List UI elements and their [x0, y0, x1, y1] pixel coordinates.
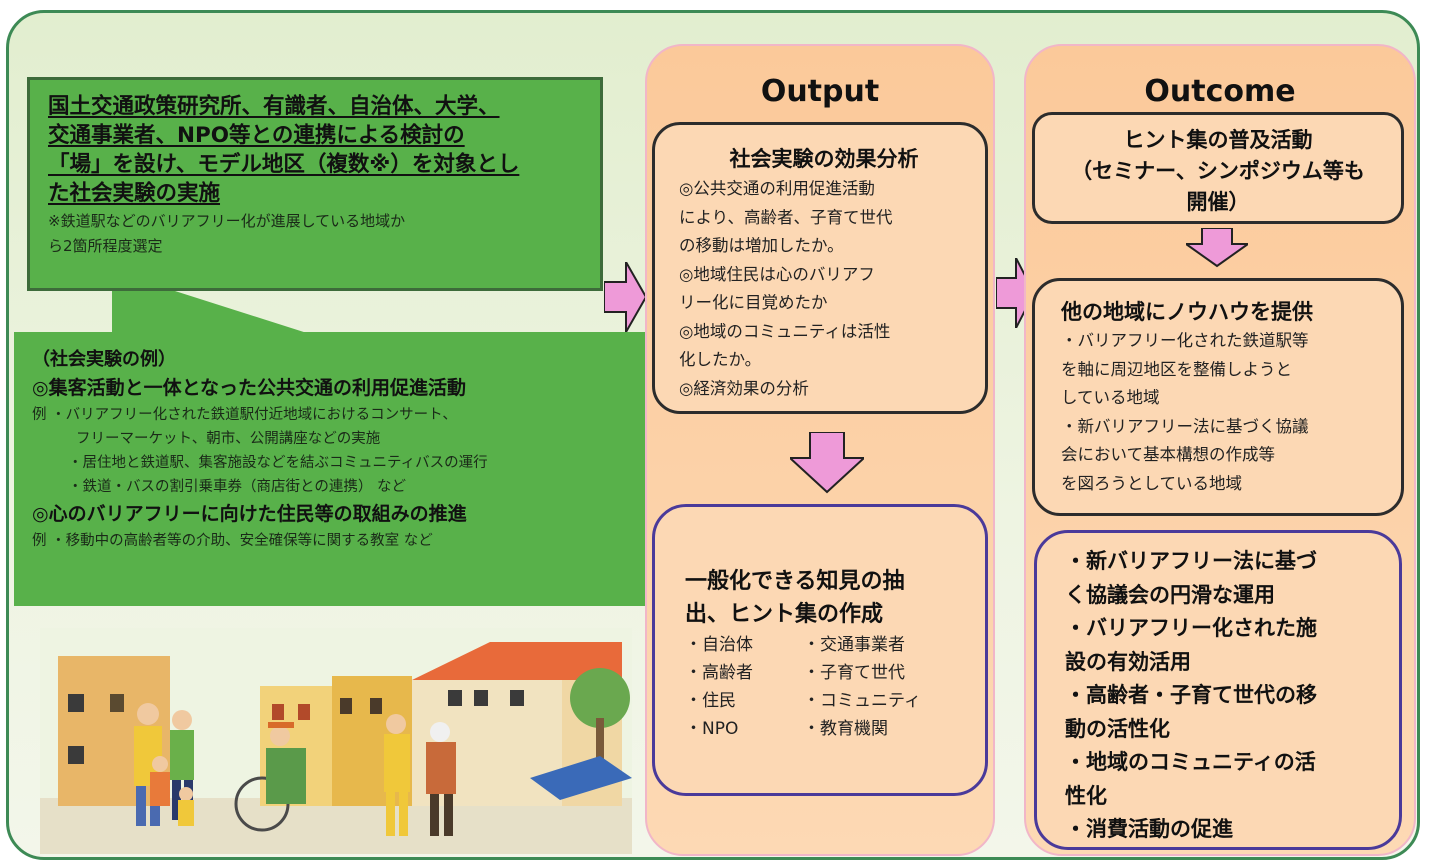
arrow-right-icon: [604, 262, 648, 332]
effect-analysis-title: 社会実験の効果分析: [729, 147, 919, 171]
experiment-examples-box: （社会実験の例） ◎集客活動と一体となった公共交通の利用促進活動 例 ・バリアフ…: [14, 332, 646, 606]
setup-main-line: 「場」を設け、モデル地区（複数※）を対象とし: [48, 152, 520, 177]
stakeholder-item: ・子育て世代: [803, 663, 905, 683]
knowhow-line: を軸に周辺地区を整備しようと: [1061, 359, 1292, 379]
example-line: 例 ・バリアフリー化された鉄道駅付近地域におけるコンサート、: [32, 407, 457, 423]
effect-analysis-box: 社会実験の効果分析 ◎公共交通の利用促進活動 により、高齢者、子育て世代 の移動…: [652, 122, 988, 414]
example-line: 例 ・移動中の高齢者等の介助、安全確保等に関する教室 など: [32, 533, 433, 549]
effect-line: ・バリアフリー化された施: [1065, 616, 1317, 640]
knowhow-line: 会において基本構想の作成等: [1061, 445, 1276, 464]
knowhow-line: ・新バリアフリー法に基づく協議: [1061, 416, 1309, 436]
arrow-down-icon: [1186, 228, 1248, 268]
effects-box: ・新バリアフリー法に基づ く協議会の円滑な運用 ・バリアフリー化された施 設の有…: [1034, 530, 1402, 850]
analysis-line: リー化に目覚めたか: [679, 293, 828, 312]
setup-note-line: ら2箇所程度選定: [48, 237, 163, 255]
knowhow-line: している地域: [1061, 388, 1160, 407]
effect-line: 設の有効活用: [1065, 649, 1191, 674]
knowhow-title: 他の地域にノウハウを提供: [1061, 300, 1313, 324]
analysis-line: により、高齢者、子育て世代: [679, 207, 893, 227]
stakeholder-item: ・教育機関: [803, 719, 888, 739]
example-item-title: ◎集客活動と一体となった公共交通の利用促進活動: [32, 377, 467, 399]
example-line: フリーマーケット、朝市、公開講座などの実施: [76, 431, 381, 447]
analysis-line: ◎経済効果の分析: [679, 378, 809, 398]
stakeholder-item: ・交通事業者: [803, 635, 905, 655]
setup-note-line: ※鉄道駅などのバリアフリー化が進展している地域か: [48, 212, 406, 230]
stakeholder-item: ・NPO: [685, 719, 739, 739]
effect-line: 性化: [1065, 783, 1107, 808]
example-line: ・居住地と鉄道駅、集客施設などを結ぶコミュニティバスの運行: [68, 455, 488, 471]
insights-title-line: 出、ヒント集の作成: [685, 602, 884, 627]
output-title: Output: [760, 74, 880, 109]
effect-line: く協議会の円滑な運用: [1065, 582, 1275, 607]
knowhow-line: ・バリアフリー化された鉄道駅等: [1061, 331, 1309, 350]
knowhow-box: 他の地域にノウハウを提供 ・バリアフリー化された鉄道駅等 を軸に周辺地区を整備し…: [1032, 278, 1404, 516]
town-scene-illustration: [40, 628, 632, 854]
setup-main-line: 交通事業者、NPO等との連携による検討の: [48, 123, 465, 148]
setup-main-line: 国土交通政策研究所、有識者、自治体、大学、: [48, 94, 500, 119]
dissemination-line: ヒント集の普及活動: [1123, 128, 1313, 152]
stakeholder-item: ・自治体: [685, 635, 753, 655]
example-item-title: ◎心のバリアフリーに向けた住民等の取組みの推進: [32, 503, 467, 525]
knowhow-line: を図ろうとしている地域: [1061, 473, 1243, 493]
effect-line: ・消費活動の促進: [1065, 817, 1233, 841]
effect-line: ・新バリアフリー法に基づ: [1065, 549, 1317, 573]
effect-line: ・地域のコミュニティの活: [1065, 750, 1316, 774]
hint-dissemination-box: ヒント集の普及活動 （セミナー、シンポジウム等も 開催）: [1032, 112, 1404, 224]
insights-hints-box: 一般化できる知見の抽 出、ヒント集の作成 ・自治体 ・交通事業者 ・高齢者 ・子…: [652, 504, 988, 796]
stakeholder-item: ・コミュニティ: [803, 691, 921, 711]
outcome-title: Outcome: [1144, 74, 1296, 109]
stakeholder-item: ・住民: [685, 691, 736, 711]
dissemination-line: 開催）: [1186, 190, 1250, 214]
example-line: ・鉄道・バスの割引乗車券（商店街との連携） など: [68, 479, 406, 495]
setup-main-line: た社会実験の実施: [48, 181, 221, 206]
arrow-down-icon: [790, 432, 864, 494]
analysis-line: ◎公共交通の利用促進活動: [679, 179, 875, 198]
analysis-line: 化したか。: [679, 350, 762, 369]
insights-title-line: 一般化できる知見の抽: [685, 569, 905, 594]
dissemination-line: （セミナー、シンポジウム等も: [1071, 159, 1365, 183]
stakeholder-list: ・自治体 ・交通事業者 ・高齢者 ・子育て世代 ・住民 ・コミュニティ ・NPO…: [685, 631, 967, 743]
effect-line: 動の活性化: [1065, 716, 1170, 741]
examples-heading: （社会実験の例）: [32, 349, 176, 370]
analysis-line: ◎地域のコミュニティは活性: [679, 321, 891, 341]
stakeholder-item: ・高齢者: [685, 663, 753, 683]
analysis-line: の移動は増加したか。: [679, 236, 844, 255]
experiment-setup-box: 国土交通政策研究所、有識者、自治体、大学、 交通事業者、NPO等との連携による検…: [27, 77, 603, 291]
analysis-line: ◎地域住民は心のバリアフ: [679, 264, 875, 284]
effect-line: ・高齢者・子育て世代の移: [1065, 683, 1317, 707]
